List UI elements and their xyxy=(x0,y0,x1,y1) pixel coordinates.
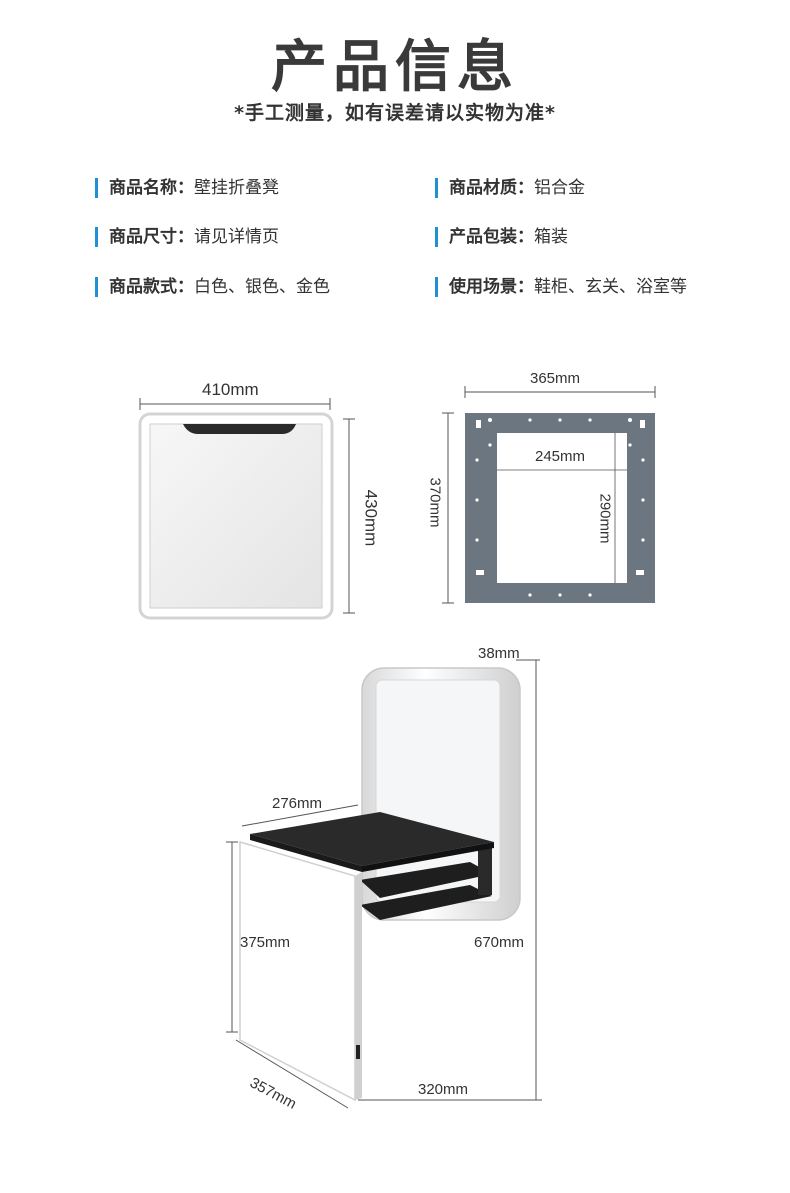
unfolded-view xyxy=(226,659,542,1109)
spec-bullet-bar xyxy=(95,178,98,198)
spec-label: 商品尺寸： xyxy=(109,227,194,247)
frame-plate xyxy=(465,413,655,603)
dim-bottom-width: 320mm xyxy=(418,1081,469,1098)
dim-inner-height: 290mm xyxy=(596,493,614,544)
front-handle xyxy=(183,424,296,434)
page-subtitle: *手工测量，如有误差请以实物为准* xyxy=(234,102,556,124)
dim-frame-height: 370mm xyxy=(426,477,444,528)
spec-label: 商品款式： xyxy=(109,277,194,297)
dim-back-depth: 38mm xyxy=(478,645,520,662)
spec-style: 商品款式：白色、银色、金色 xyxy=(95,275,330,299)
spec-bullet-bar xyxy=(95,227,98,247)
dim-line-seat-width xyxy=(241,804,359,827)
spec-bullet-bar xyxy=(95,277,98,297)
spec-label: 商品名称： xyxy=(109,178,194,198)
dim-inner-width: 245mm xyxy=(535,448,586,465)
spec-value: 壁挂折叠凳 xyxy=(194,178,279,198)
seat-top xyxy=(250,812,494,866)
spec-name: 商品名称：壁挂折叠凳 xyxy=(95,176,279,200)
spec-value: 箱装 xyxy=(534,227,568,247)
spec-material: 商品材质：铝合金 xyxy=(435,176,585,200)
dim-frame-width: 365mm xyxy=(530,370,581,387)
support-arm xyxy=(360,862,492,898)
spec-bullet-bar xyxy=(435,227,438,247)
dim-line-bottom-depth xyxy=(235,1039,349,1109)
dim-front-width: 410mm xyxy=(202,380,259,399)
spec-label: 使用场景： xyxy=(449,277,534,297)
spec-value: 白色、银色、金色 xyxy=(194,277,330,297)
dim-total-height: 670mm xyxy=(474,934,525,951)
dim-front-height: 430mm xyxy=(361,489,381,547)
front-leg-panel xyxy=(239,840,356,1102)
spec-value: 鞋柜、玄关、浴室等 xyxy=(534,277,687,297)
spec-package: 产品包装：箱装 xyxy=(435,225,568,249)
spec-value: 铝合金 xyxy=(534,178,585,198)
dim-seat-width: 276mm xyxy=(272,795,323,812)
front-view xyxy=(138,398,355,620)
page-title: 产品信息 xyxy=(271,35,519,100)
front-panel xyxy=(149,423,323,609)
spec-scene: 使用场景：鞋柜、玄关、浴室等 xyxy=(435,275,687,299)
spec-value: 请见详情页 xyxy=(194,227,279,247)
spec-label: 产品包装： xyxy=(449,227,534,247)
dim-leg-height: 375mm xyxy=(240,934,291,951)
spec-bullet-bar xyxy=(435,178,438,198)
spec-label: 商品材质： xyxy=(449,178,534,198)
frame-holes xyxy=(475,418,645,597)
spec-bullet-bar xyxy=(435,277,438,297)
spec-size: 商品尺寸：请见详情页 xyxy=(95,225,279,249)
mounting-frame-view xyxy=(442,386,656,604)
